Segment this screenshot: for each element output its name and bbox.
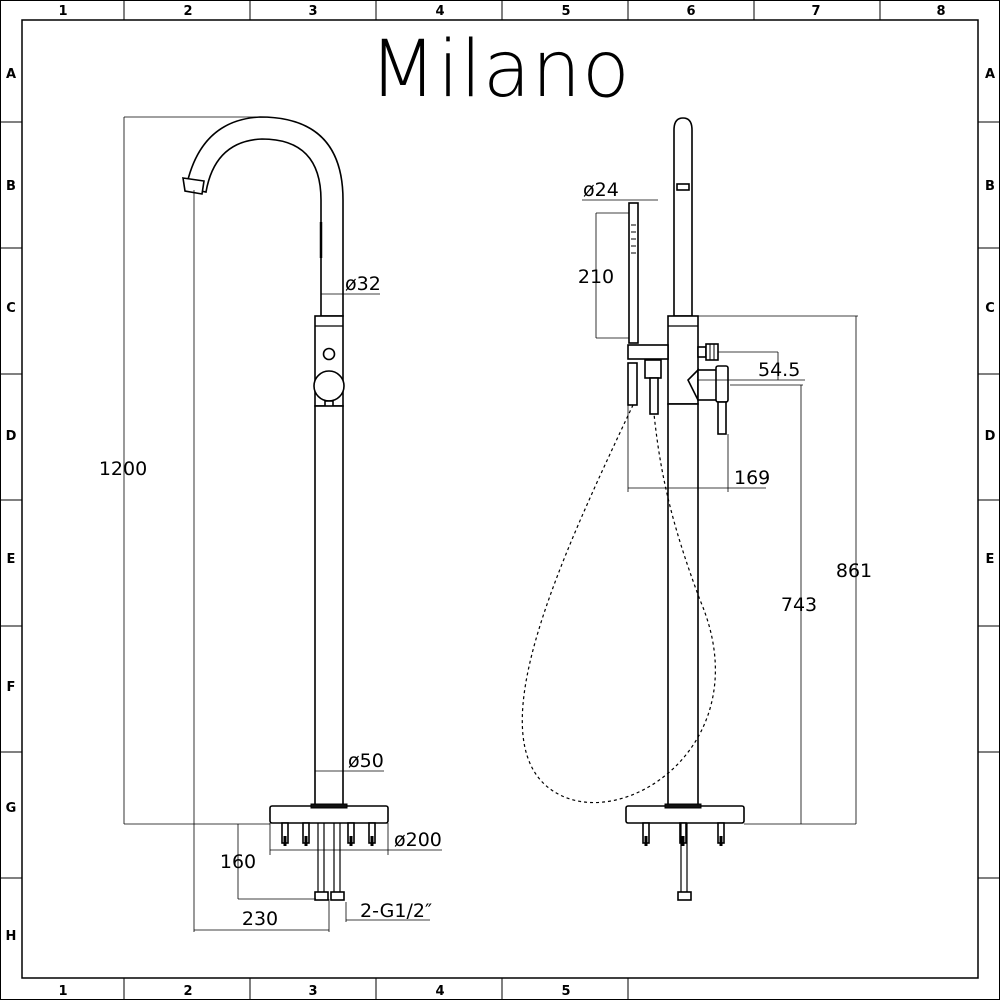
side-view: ø24 210 54.5 169 743 861 [521, 117, 872, 901]
grid-col-label: 7 [811, 4, 820, 19]
grid-row-label: A [6, 67, 16, 82]
grid-row-label: B [985, 179, 995, 194]
dim-handshower-diameter: ø24 [583, 179, 619, 201]
grid-col-label: 3 [308, 4, 317, 19]
front-supply-hoses [314, 823, 345, 901]
dim-lever-height: 743 [781, 594, 817, 616]
front-spout [185, 116, 344, 317]
dim-spout-reach: 230 [242, 908, 278, 930]
grid-row-label: D [6, 429, 17, 444]
grid-col-label: 8 [936, 4, 945, 19]
brand-title: Milano [369, 25, 631, 115]
grid-row-label: F [7, 680, 16, 695]
dim-handshower-length: 210 [578, 266, 614, 288]
front-view: 1200 ø32 ø50 ø200 160 230 2-G1/2″ [99, 116, 442, 932]
side-hand-shower [627, 202, 669, 415]
side-base-plate [625, 805, 745, 824]
front-base-plate [269, 805, 389, 824]
front-column [314, 405, 344, 807]
grid-labels-left: A B C D E F G H [6, 67, 17, 944]
grid-row-label: E [986, 552, 995, 567]
grid-col-label: 2 [183, 4, 192, 19]
grid-row-label: H [6, 929, 17, 944]
side-hose [521, 404, 716, 804]
grid-row-label: C [985, 301, 995, 316]
side-lever [687, 365, 729, 435]
grid-col-label: 6 [686, 4, 695, 19]
side-column [667, 403, 699, 807]
side-fixings [642, 822, 725, 901]
dim-lever-projection: 169 [734, 467, 770, 489]
grid-row-label: A [985, 67, 995, 82]
grid-col-label: 4 [435, 4, 444, 19]
grid-labels-right: A B C D E [985, 67, 996, 567]
dim-below-floor: 160 [220, 851, 256, 873]
dim-base-diameter: ø200 [394, 829, 442, 851]
dim-connection: 2-G1/2″ [360, 900, 432, 922]
grid-row-label: B [6, 179, 16, 194]
dim-body-height: 861 [836, 560, 872, 582]
grid-row-label: D [985, 429, 996, 444]
grid-row-label: G [6, 801, 17, 816]
dim-height-total: 1200 [99, 458, 147, 480]
grid-col-label: 3 [308, 984, 317, 999]
side-spout [673, 117, 693, 317]
dim-column-diameter: ø50 [348, 750, 384, 772]
grid-row-label: E [7, 552, 16, 567]
grid-col-label: 1 [58, 984, 67, 999]
grid-col-label: 5 [561, 984, 570, 999]
grid-labels-bottom: 1 2 3 4 5 [58, 984, 570, 999]
grid-labels-top: 1 2 3 4 5 6 7 8 [58, 4, 945, 19]
front-fixings [281, 822, 376, 846]
front-handle-cap [313, 370, 345, 402]
front-spout-tip [182, 177, 205, 195]
grid-col-label: 2 [183, 984, 192, 999]
dim-diverter-offset: 54.5 [758, 359, 800, 381]
grid-row-label: C [6, 301, 16, 316]
dim-spout-diameter: ø32 [345, 273, 381, 295]
grid-col-label: 5 [561, 4, 570, 19]
grid-col-label: 1 [58, 4, 67, 19]
side-diverter [697, 343, 719, 361]
grid-col-label: 4 [435, 984, 444, 999]
